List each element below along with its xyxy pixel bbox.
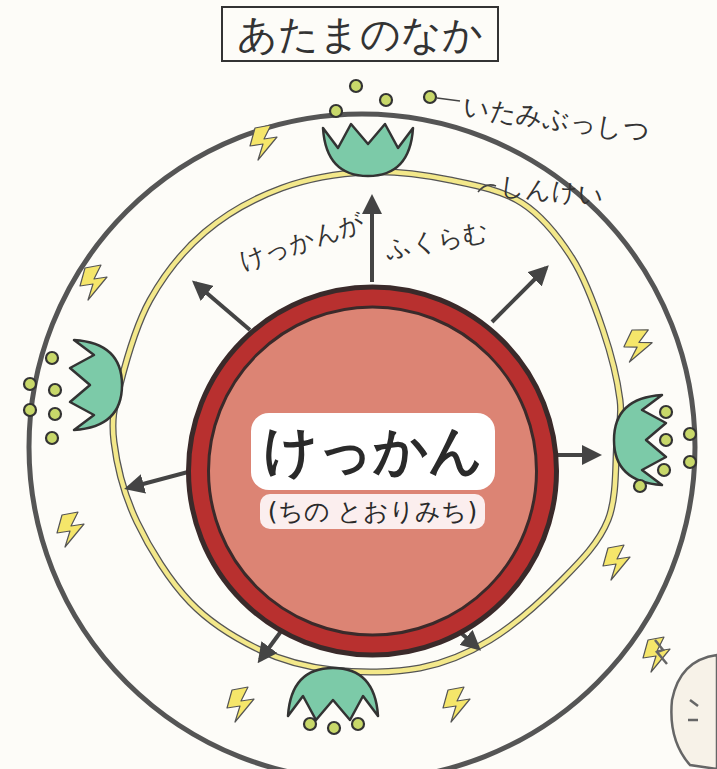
head-outline [29, 114, 695, 769]
lightning-bolts [57, 125, 670, 722]
blood-vessel-circle: けっかん (ちの とおりみち) [185, 284, 560, 658]
vessel-note: (ちの とおりみち) [260, 494, 485, 529]
title-box: あたまのなか [221, 6, 499, 62]
vessel-expands-label: けっかんが [236, 209, 368, 275]
vessel-expands-label: ふくらむ [384, 218, 491, 263]
nerve-line-fill [113, 172, 621, 672]
receptors [70, 124, 666, 720]
vessel-text-area: けっかん (ちの とおりみち) [185, 284, 560, 658]
expansion-arrows [128, 198, 598, 660]
pain-substance-dots [24, 80, 696, 734]
nerve-label: しんけい [499, 172, 605, 210]
vessel-label: けっかん [251, 413, 495, 490]
nerve-line [113, 172, 621, 672]
person-face [655, 640, 717, 769]
